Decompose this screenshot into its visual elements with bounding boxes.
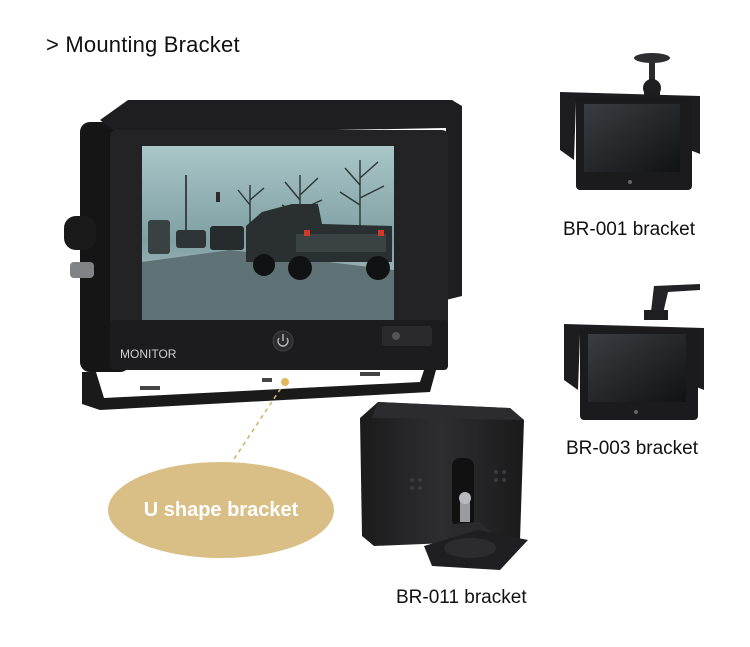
u-shape-bracket — [82, 370, 436, 410]
callout-dot — [281, 378, 289, 386]
caption-br-003: BR-003 bracket — [566, 438, 699, 459]
page-title: > Mounting Bracket — [46, 32, 240, 57]
product-br-011-image — [360, 402, 528, 570]
u-shape-bracket-callout: U shape bracket — [108, 462, 334, 558]
caption-br-011: BR-011 bracket — [396, 587, 527, 608]
main-monitor: MONITOR — [64, 100, 462, 410]
monitor-brand-text: MONITOR — [120, 347, 177, 361]
mount-knob — [64, 216, 96, 250]
product-br-003-image — [564, 284, 704, 420]
u-shape-bracket-label: U shape bracket — [143, 498, 299, 521]
product-br-001-image — [560, 53, 700, 190]
caption-br-001: BR-001 bracket — [563, 219, 696, 240]
